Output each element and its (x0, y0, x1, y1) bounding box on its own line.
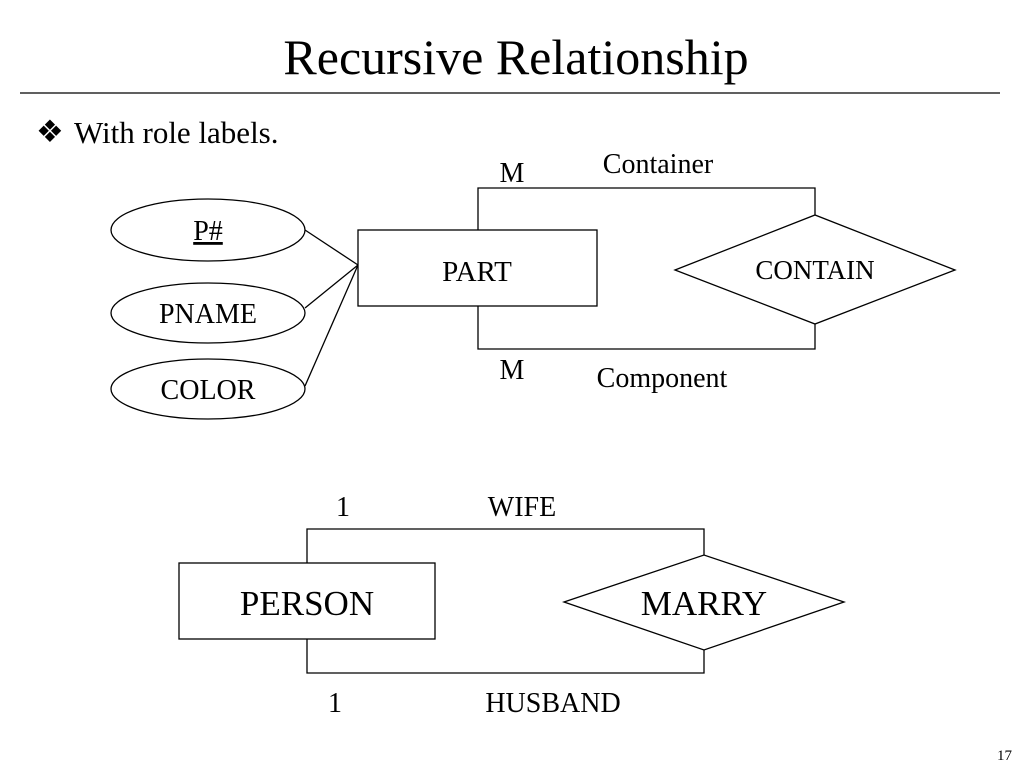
role-label-container: Container (603, 149, 714, 180)
slide-title: Recursive Relationship (283, 29, 748, 85)
attribute-ellipse-color (110, 358, 306, 420)
cardinality-top: M (500, 158, 525, 189)
page-number: 17 (997, 748, 1013, 764)
diagram-part-contain: P# PNAME COLOR PART CONTAIN M Container … (110, 149, 957, 420)
bullet-text: With role labels. (74, 115, 279, 150)
attribute-ellipse-pnum (110, 198, 306, 262)
relationship-label-contain: CONTAIN (755, 255, 874, 285)
role-connector-component (477, 306, 816, 350)
relationship-diamond-marry (561, 554, 847, 651)
relationship-diamond-contain (673, 214, 957, 325)
cardinality-bottom: M (500, 355, 525, 386)
entity-label-part: PART (442, 256, 512, 288)
role-label-husband: HUSBAND (485, 688, 620, 719)
relationship-label-marry: MARRY (641, 584, 767, 623)
role-connector-container (477, 187, 816, 230)
attr-connector-pnum (304, 229, 359, 266)
bullet-icon: ❖ (36, 114, 64, 149)
attribute-label-pname: PNAME (159, 299, 257, 330)
entity-box-person (178, 562, 436, 640)
role-connector-wife (306, 528, 705, 563)
attr-connector-color (304, 264, 359, 387)
role-label-component: Component (597, 363, 728, 394)
attribute-label-color: COLOR (161, 375, 256, 406)
diagram-person-marry: PERSON MARRY 1 WIFE 1 HUSBAND (178, 492, 847, 719)
entity-box-part (357, 229, 598, 307)
attribute-label-pnum: P# (193, 216, 223, 247)
cardinality-top: 1 (336, 492, 350, 523)
attribute-ellipse-pname (110, 282, 306, 344)
entity-label-person: PERSON (240, 584, 374, 623)
role-connector-husband (306, 639, 705, 674)
cardinality-bottom: 1 (328, 688, 342, 719)
attr-connector-pname (304, 264, 359, 309)
role-label-wife: WIFE (488, 492, 556, 523)
